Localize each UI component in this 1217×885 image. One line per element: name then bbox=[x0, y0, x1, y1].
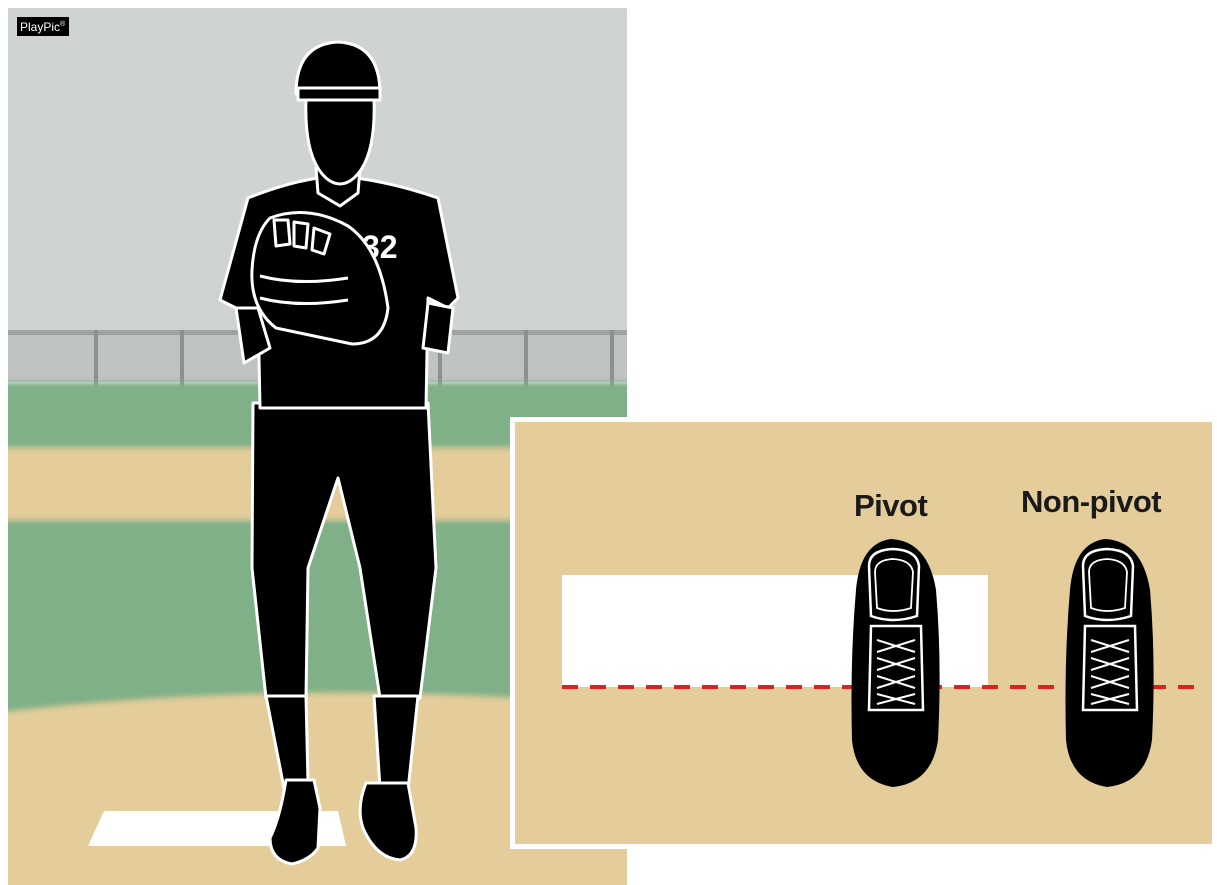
foot-placement-inset: Pivot Non-pivot bbox=[510, 417, 1217, 849]
pivot-shoe-icon bbox=[853, 540, 939, 786]
badge-text: PlayPic bbox=[20, 20, 60, 34]
playpic-badge: PlayPic® bbox=[17, 17, 69, 36]
non-pivot-label: Non-pivot bbox=[1021, 484, 1161, 520]
registered-mark: ® bbox=[60, 21, 65, 28]
non-pivot-shoe-icon bbox=[1067, 540, 1153, 786]
pivot-label: Pivot bbox=[854, 488, 927, 524]
